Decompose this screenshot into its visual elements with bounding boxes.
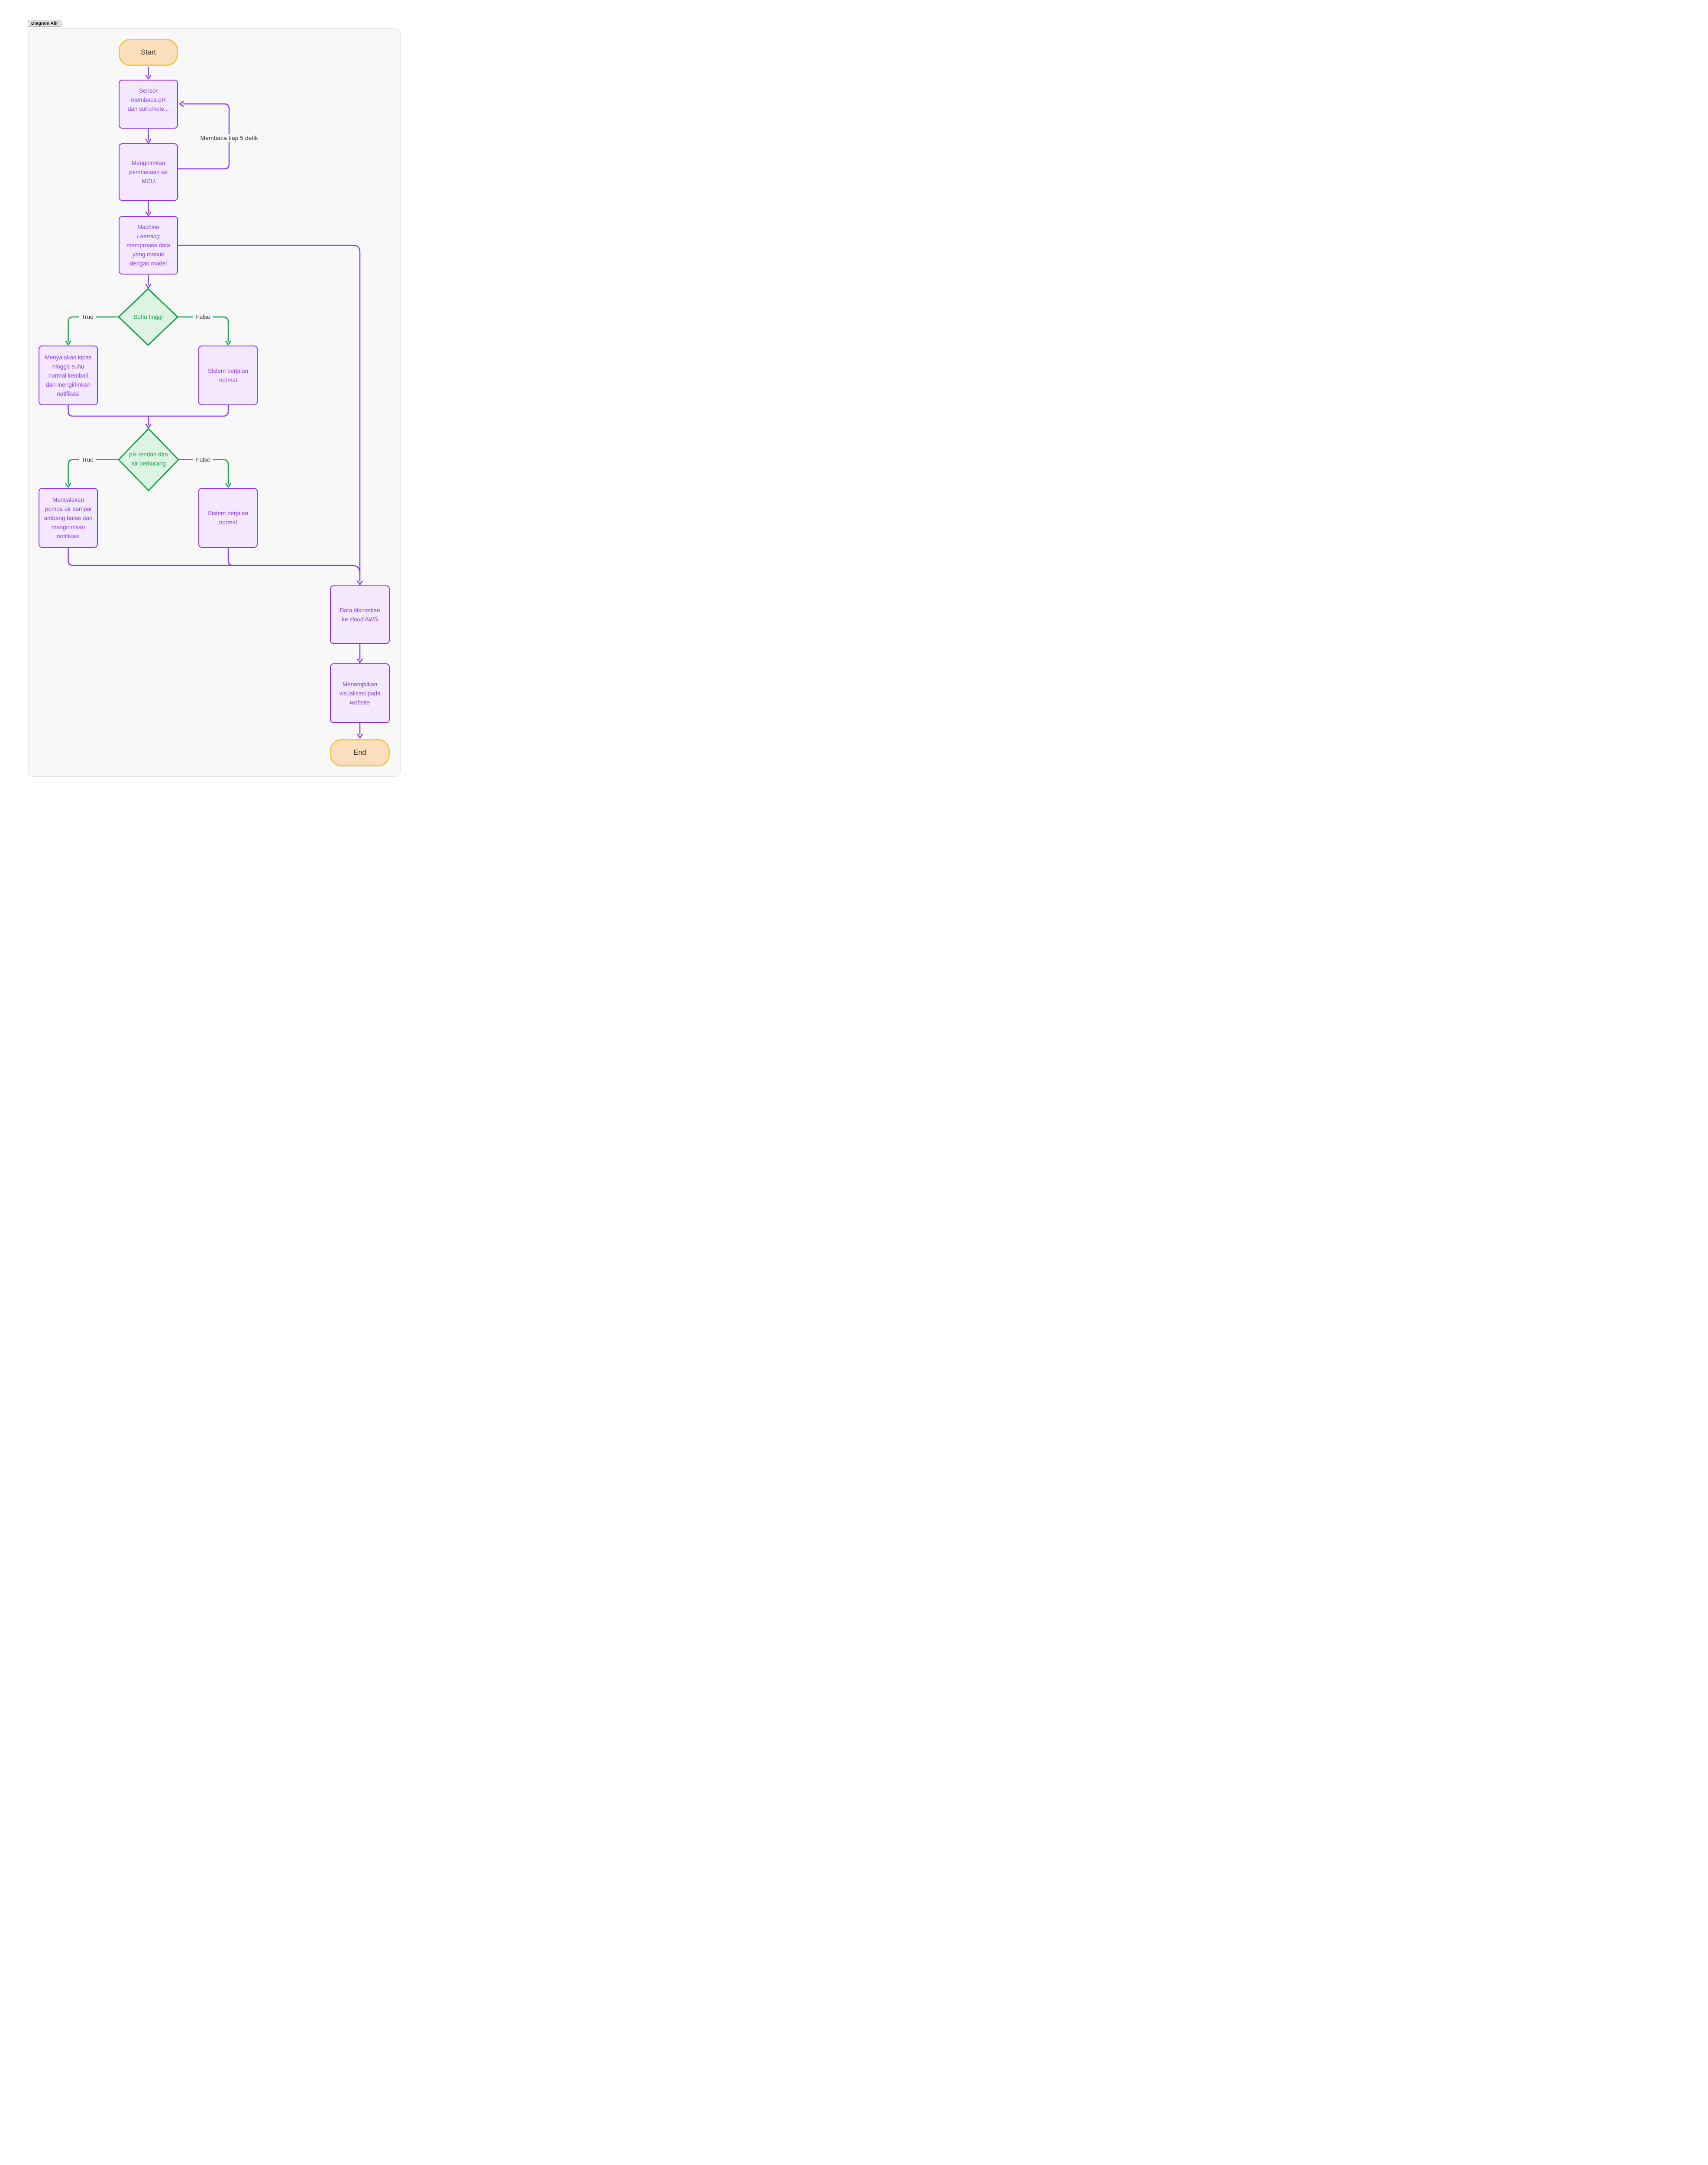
arrowhead-down-icon [145, 284, 152, 289]
node-pompa[interactable]: Menyalakan pompa air sampai ambang batas… [39, 488, 98, 548]
edge-merge-row2-right [227, 547, 234, 566]
decision-ph-label: pH rendah dan air berkurang [129, 451, 168, 467]
node-end[interactable]: End [330, 739, 390, 766]
node-label: Mengirimkan pembacaan ke MCU [129, 160, 168, 184]
arrowhead-down-icon [357, 658, 363, 663]
arrowhead-down-icon [65, 340, 71, 346]
node-machine-learning[interactable]: Machine Learning memproses data yang mas… [119, 216, 178, 275]
node-website[interactable]: Menampilkan visualisasi pada website [330, 663, 390, 723]
node-label: Machine Learning memproses data yang mas… [126, 224, 170, 267]
edge-suhu-false [177, 316, 229, 343]
node-label: Sensor membaca pH dan suhu/kele... [127, 87, 169, 112]
edge-label-ph-true: True [79, 456, 96, 463]
edge-suhu-true [68, 316, 119, 343]
decision-suhu-shape[interactable] [118, 288, 178, 346]
node-send-mcu[interactable]: Mengirimkan pembacaan ke MCU [119, 143, 178, 201]
node-label: Sistem berjalan normal [207, 368, 249, 383]
node-label: Start [141, 48, 156, 56]
page: Diagram Alir [0, 0, 427, 804]
arrowhead-left-icon [179, 101, 184, 107]
arrowhead-down-icon [225, 340, 231, 346]
node-start[interactable]: Start [119, 39, 178, 66]
green-connectors [65, 316, 231, 488]
edge-ph-false [178, 459, 229, 485]
edge-label-loop: Membaca tiap 5 detik [197, 134, 261, 142]
edge-merge-row1 [68, 404, 229, 417]
node-label: Data dikirimkan ke cloud AWS [340, 607, 380, 623]
arrowhead-down-icon [65, 483, 71, 488]
arrowhead-down-icon [145, 74, 152, 80]
node-cloud-aws[interactable]: Data dikirimkan ke cloud AWS [330, 585, 390, 644]
node-kipas[interactable]: Menyalakan kipas hingga suhu normal kemb… [39, 346, 98, 405]
arrowhead-down-icon [145, 139, 152, 144]
edge-label-ph-false: False [193, 456, 213, 463]
arrowhead-down-icon [357, 734, 363, 739]
arrowhead-down-icon [357, 580, 363, 585]
node-label: Sistem berjalan normal [207, 510, 249, 526]
arrowhead-down-icon [225, 483, 231, 488]
edge-label-suhu-false: False [193, 313, 213, 321]
node-label: Menyalakan kipas hingga suhu normal kemb… [45, 354, 92, 397]
edge-ph-true [68, 459, 119, 485]
node-normal-2[interactable]: Sistem berjalan normal [198, 488, 258, 548]
connector-layer [65, 66, 363, 739]
decision-suhu-label: Suhu tinggi [133, 313, 163, 320]
edge-label-suhu-true: True [79, 313, 96, 321]
node-label: Menyalakan pompa air sampai ambang batas… [44, 496, 93, 540]
node-label: Menampilkan visualisasi pada website [339, 681, 381, 706]
diagram-tag: Diagram Alir [28, 20, 62, 27]
node-label: End [353, 749, 366, 756]
node-normal-1[interactable]: Sistem berjalan normal [198, 346, 258, 405]
node-sensor[interactable]: Sensor membaca pH dan suhu/kele... [119, 80, 178, 129]
arrowhead-down-icon [145, 211, 152, 216]
edge-merge-row2-left [68, 547, 361, 574]
arrowhead-down-icon [145, 423, 152, 429]
decision-ph-shape[interactable] [118, 428, 179, 491]
edge-ml-aws [177, 245, 361, 582]
